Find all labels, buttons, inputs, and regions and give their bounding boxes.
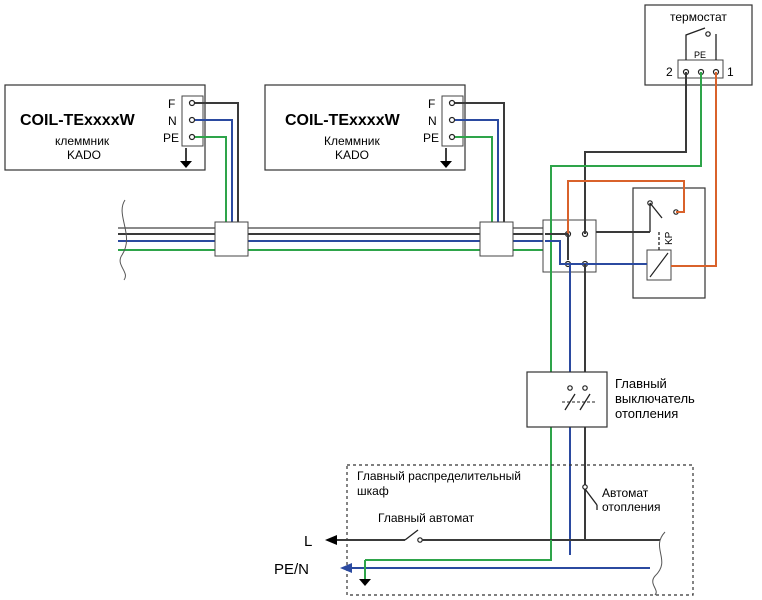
coil-1-model: COIL-TExxxxW (20, 112, 136, 129)
coil-2-term-f: F (428, 97, 435, 111)
coil-1-term-n: N (168, 114, 177, 128)
thermostat-term-1: 1 (727, 65, 734, 79)
coil-1-line1: клеммник (55, 134, 110, 148)
relay-label: KP (664, 231, 675, 245)
coil-1-line2: KADO (67, 148, 101, 162)
main-heating-switch: Главный выключатель отопления (526, 371, 695, 428)
coil-2-model: COIL-TExxxxW (285, 112, 401, 129)
coil-unit-1: COIL-TExxxxW клеммник KADO F N PE (4, 84, 249, 257)
coil-unit-2: COIL-TExxxxW Клеммник KADO F N PE (264, 84, 514, 257)
thermostat-pe: PE (694, 50, 706, 60)
thermostat: термостат PE 2 1 (644, 4, 753, 86)
coil-1-term-f: F (168, 97, 175, 111)
cabinet-label-1: Главный распределительный (357, 469, 521, 483)
coil-2-term-n: N (428, 114, 437, 128)
main-switch-label-1: Главный (615, 376, 667, 391)
coil-2-line2: KADO (335, 148, 369, 162)
heating-breaker-label-1: Автомат (602, 486, 649, 500)
relay-kp: KP (632, 187, 706, 299)
control-wiring (545, 72, 717, 540)
thermostat-label: термостат (670, 10, 727, 24)
line-l-label: L (304, 533, 312, 550)
coil-2-line1: Клеммник (324, 134, 380, 148)
distribution-cabinet: Главный распределительный шкаф Главный а… (274, 464, 694, 596)
heating-breaker-label-2: отопления (602, 500, 660, 514)
line-pen-label: PE/N (274, 561, 309, 578)
coil-1-term-pe: PE (163, 131, 179, 145)
main-switch-label-3: отопления (615, 406, 678, 421)
coil-2-term-pe: PE (423, 131, 439, 145)
cabinet-label-2: шкаф (357, 484, 389, 498)
main-switch-label-2: выключатель (615, 391, 695, 406)
main-cable (118, 199, 545, 281)
main-breaker-label: Главный автомат (378, 511, 475, 525)
thermostat-term-2: 2 (666, 65, 673, 79)
